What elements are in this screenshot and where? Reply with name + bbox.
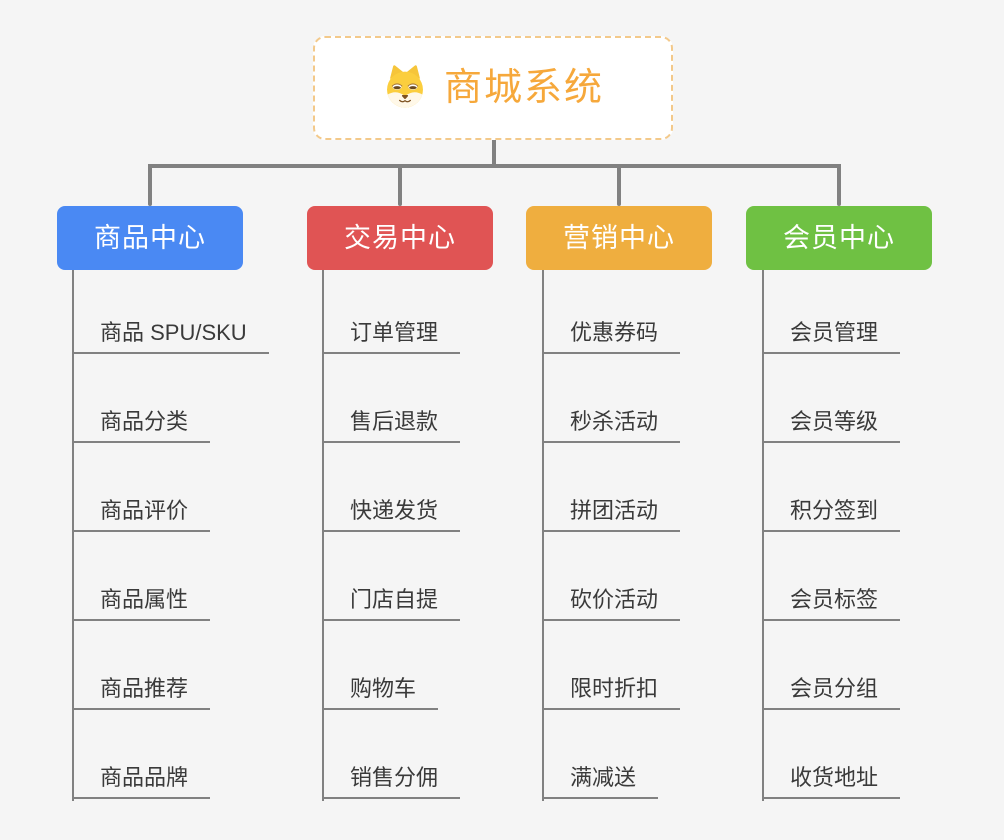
leaf-node[interactable]: 订单管理 [322, 314, 461, 354]
root-node[interactable]: 商城系统 [313, 36, 673, 140]
leaf-node[interactable]: 购物车 [322, 670, 439, 710]
connector-spine [542, 270, 544, 801]
branch-node-trade-center[interactable]: 交易中心 [307, 206, 493, 270]
branch-node-member-center[interactable]: 会员中心 [746, 206, 932, 270]
branch-node-label: 商品中心 [94, 222, 206, 253]
leaf-node[interactable]: 商品品牌 [72, 759, 211, 799]
leaf-node[interactable]: 商品评价 [72, 492, 211, 532]
leaf-node[interactable]: 满减送 [542, 759, 659, 799]
leaf-node[interactable]: 会员分组 [762, 670, 901, 710]
branch-node-product-center[interactable]: 商品中心 [57, 206, 243, 270]
dog-face-icon [382, 63, 428, 114]
branch-node-label: 营销中心 [563, 222, 675, 253]
connector-spine [72, 270, 74, 801]
leaf-node[interactable]: 门店自提 [322, 581, 461, 621]
connector-root-drop [492, 140, 496, 168]
leaf-node[interactable]: 积分签到 [762, 492, 901, 532]
leaf-node[interactable]: 会员管理 [762, 314, 901, 354]
leaf-node[interactable]: 商品分类 [72, 403, 211, 443]
branch-node-label: 会员中心 [783, 222, 895, 253]
leaf-node[interactable]: 商品属性 [72, 581, 211, 621]
leaf-node[interactable]: 销售分佣 [322, 759, 461, 799]
root-node-label: 商城系统 [443, 67, 604, 109]
leaf-node[interactable]: 快递发货 [322, 492, 461, 532]
connector-trunk [148, 164, 841, 168]
leaf-node[interactable]: 砍价活动 [542, 581, 681, 621]
leaf-node[interactable]: 商品推荐 [72, 670, 211, 710]
leaf-node[interactable]: 商品 SPU/SKU [72, 314, 269, 354]
leaf-node[interactable]: 会员等级 [762, 403, 901, 443]
leaf-node[interactable]: 收货地址 [762, 759, 901, 799]
leaf-node[interactable]: 售后退款 [322, 403, 461, 443]
connector-spine [322, 270, 324, 801]
leaf-node[interactable]: 秒杀活动 [542, 403, 681, 443]
branch-node-label: 交易中心 [344, 222, 456, 253]
connector-drop [398, 164, 402, 206]
leaf-node[interactable]: 会员标签 [762, 581, 901, 621]
connector-drop [148, 164, 152, 206]
leaf-node[interactable]: 优惠券码 [542, 314, 681, 354]
connector-drop [837, 164, 841, 206]
branch-node-marketing-center[interactable]: 营销中心 [526, 206, 712, 270]
connector-drop [617, 164, 621, 206]
leaf-node[interactable]: 限时折扣 [542, 670, 681, 710]
connector-spine [762, 270, 764, 801]
leaf-node[interactable]: 拼团活动 [542, 492, 681, 532]
